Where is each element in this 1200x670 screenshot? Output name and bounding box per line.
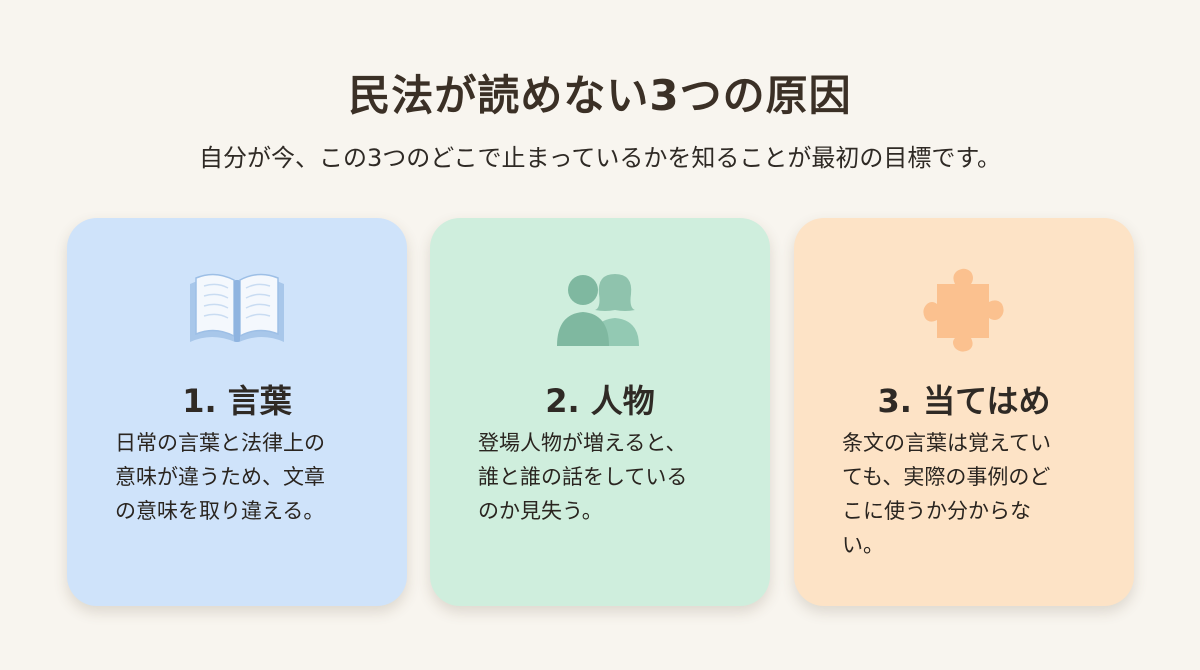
cause-cards: 1. 言葉 日常の言葉と法律上の 意味が違うため、文章 の意味を取り違える。 2… xyxy=(0,218,1200,608)
card-heading: 3. 当てはめ xyxy=(877,382,1051,420)
card-body: 条文の言葉は覚えてい ても、実際の事例のど こに使うか分からな い。 xyxy=(842,431,1051,557)
puzzle-piece-icon xyxy=(909,262,1019,352)
card-application: 3. 当てはめ 条文の言葉は覚えてい ても、実際の事例のど こに使うか分からな … xyxy=(794,218,1134,606)
card-body: 日常の言葉と法律上の 意味が違うため、文章 の意味を取り違える。 xyxy=(115,431,325,523)
page-subtitle: 自分が今、この3つのどこで止まっているかを知ることが最初の目標です。 xyxy=(199,144,1001,172)
card-heading: 1. 言葉 xyxy=(182,382,292,420)
card-people: 2. 人物 登場人物が増えると、 誰と誰の話をしている のか見失う。 xyxy=(430,218,770,606)
card-words: 1. 言葉 日常の言葉と法律上の 意味が違うため、文章 の意味を取り違える。 xyxy=(67,218,407,606)
open-book-icon xyxy=(182,262,292,352)
page-title: 民法が読めない3つの原因 xyxy=(348,71,852,120)
card-heading: 2. 人物 xyxy=(545,382,655,420)
people-icon xyxy=(545,262,655,352)
card-body: 登場人物が増えると、 誰と誰の話をしている のか見失う。 xyxy=(478,431,688,523)
